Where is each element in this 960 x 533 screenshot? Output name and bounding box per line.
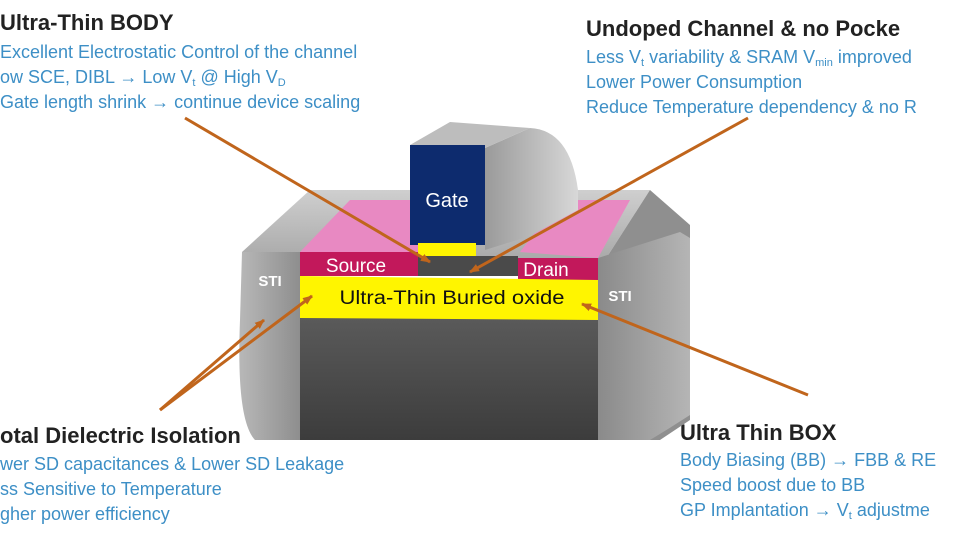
total-dielectric-line-2: ss Sensitive to Temperature xyxy=(0,479,222,499)
total-dielectric-line-1: wer SD capacitances & Lower SD Leakage xyxy=(0,454,345,474)
undoped-channel-line-1: Less Vt variability & SRAM Vmin improved xyxy=(586,47,912,69)
sti-right-label: STI xyxy=(608,288,631,305)
drain-region xyxy=(518,258,598,280)
ultra-thin-body-line-2: ow SCE, DIBL → Low Vt @ High VD xyxy=(0,67,286,89)
gate-side xyxy=(485,128,578,250)
buried-oxide-label: Ultra-Thin Buried oxide xyxy=(340,288,565,309)
ultra-thin-body-title: Ultra-Thin BODY xyxy=(0,10,174,35)
arrow-isolation-to-oxide xyxy=(159,294,313,412)
channel-region xyxy=(418,256,518,276)
sti-left-label: STI xyxy=(258,273,281,290)
substrate xyxy=(300,318,598,440)
ultra-thin-box-line-3: GP Implantation → Vt adjustme xyxy=(680,500,930,522)
undoped-channel-line-3: Reduce Temperature dependency & no R xyxy=(586,97,917,117)
buried-oxide-layer xyxy=(300,276,598,320)
undoped-channel-title: Undoped Channel & no Pocke xyxy=(586,16,901,41)
undoped-channel-block: Undoped Channel & no Pocke Less Vt varia… xyxy=(586,16,917,120)
ultra-thin-box-line-1: Body Biasing (BB) → FBB & RE xyxy=(680,450,937,470)
source-label: Source xyxy=(326,256,386,277)
drain-label: Drain xyxy=(523,260,568,281)
total-dielectric-line-3: gher power efficiency xyxy=(0,504,170,524)
ultra-thin-box-block: Ultra Thin BOX Body Biasing (BB) → FBB &… xyxy=(680,420,936,523)
gate-label: Gate xyxy=(425,190,468,212)
total-dielectric-title: otal Dielectric Isolation xyxy=(0,423,241,448)
arrow-body-to-channel xyxy=(184,116,431,264)
right-block-face xyxy=(598,232,690,440)
ultra-thin-body-line-3: Gate length shrink → continue device sca… xyxy=(0,92,361,112)
source-region xyxy=(300,252,418,276)
undoped-channel-line-2: Lower Power Consumption xyxy=(586,72,803,92)
arrow-channel-to-body xyxy=(469,116,749,274)
ultra-thin-body-line-1: Excellent Electrostatic Control of the c… xyxy=(0,42,358,62)
gate-electrode xyxy=(410,145,485,245)
left-block-face xyxy=(239,252,300,440)
total-dielectric-block: otal Dielectric Isolation wer SD capacit… xyxy=(0,423,344,527)
gate-top xyxy=(410,122,530,148)
ultra-thin-box-line-2: Speed boost due to BB xyxy=(680,475,866,495)
arrow-box-to-oxide xyxy=(581,302,809,397)
arrow-isolation-to-sti xyxy=(159,318,265,412)
ultra-thin-body-block: Ultra-Thin BODY Excellent Electrostatic … xyxy=(0,10,360,115)
ultra-thin-box-title: Ultra Thin BOX xyxy=(680,420,837,445)
gate-oxide xyxy=(418,243,476,256)
drain-top-face xyxy=(520,200,630,258)
